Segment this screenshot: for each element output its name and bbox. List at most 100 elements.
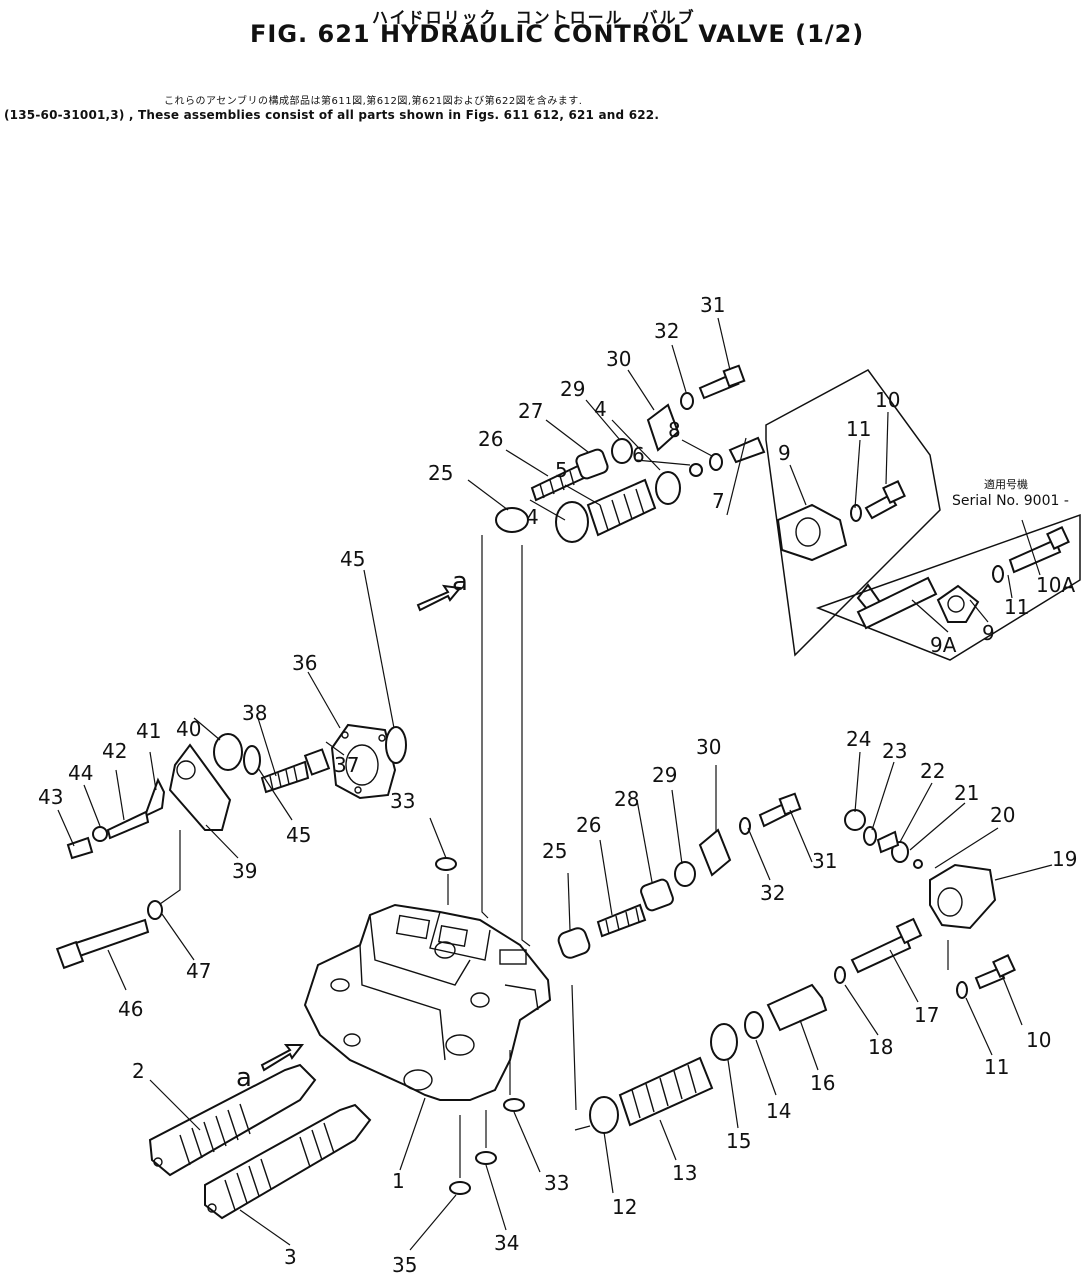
plate-30-top	[646, 403, 680, 452]
label-8: 8	[668, 418, 681, 442]
poppet-41	[143, 777, 166, 818]
seat-4-right	[655, 471, 681, 505]
label-10-lower: 10	[1026, 1028, 1051, 1052]
poppet-16	[766, 983, 828, 1032]
label-12: 12	[612, 1195, 637, 1219]
label-26-upper: 26	[478, 427, 503, 451]
label-24: 24	[846, 727, 871, 751]
label-10-upper: 10	[875, 388, 900, 412]
o-ring-29-top	[611, 438, 633, 464]
piston-25-top	[495, 507, 529, 533]
label-9A: 9A	[930, 633, 957, 657]
valve-body	[303, 903, 552, 1101]
sleeve-27	[575, 448, 609, 480]
label-31-upper: 31	[700, 293, 725, 317]
label-30-lower: 30	[696, 735, 721, 759]
label-32-lower: 32	[760, 881, 785, 905]
inset-frame-upper	[765, 369, 941, 657]
label-33-lower: 33	[544, 1171, 569, 1195]
label-40: 40	[176, 717, 201, 741]
washer-11-top	[850, 504, 862, 522]
o-ring-45-mid	[243, 745, 261, 775]
seat-37	[303, 748, 331, 776]
label-27: 27	[518, 399, 543, 423]
flow-arrow-lower	[260, 1044, 305, 1072]
label-45-upper: 45	[340, 547, 365, 571]
label-25-upper: 25	[428, 461, 453, 485]
inset-frame-lower	[815, 513, 1081, 661]
bolt-17	[850, 933, 912, 974]
sleeve-28	[640, 878, 674, 912]
o-ring-29-low	[674, 861, 696, 887]
label-37: 37	[334, 753, 359, 777]
label-23: 23	[882, 739, 907, 763]
label-4-right: 4	[594, 397, 607, 421]
label-1: 1	[392, 1169, 405, 1193]
washer-32-top	[680, 392, 694, 410]
label-35: 35	[392, 1253, 417, 1277]
label-11-lower: 11	[984, 1055, 1009, 1079]
flow-label-lower: a	[236, 1063, 252, 1093]
washer-11-inset	[992, 565, 1004, 583]
label-34: 34	[494, 1231, 519, 1255]
label-32-upper: 32	[654, 319, 679, 343]
label-33-upper: 33	[390, 789, 415, 813]
assembly-note-japanese: これらのアセンブリの構成部品は第611図,第612図,第621図および第622図…	[164, 96, 583, 107]
label-3: 3	[284, 1245, 297, 1269]
label-47: 47	[186, 959, 211, 983]
label-45-lower: 45	[286, 823, 311, 847]
washer-11-low	[956, 981, 968, 999]
label-2: 2	[132, 1059, 145, 1083]
part-labels: 1 2 3 4 4 5 6 7 8 9 9 9A 10 10 10A 11 11…	[38, 293, 1077, 1277]
spool-2	[148, 1063, 317, 1177]
spring-26-low	[596, 903, 647, 938]
serial-no: Serial No. 9001 -	[952, 493, 1069, 509]
label-18: 18	[868, 1035, 893, 1059]
label-16: 16	[810, 1071, 835, 1095]
plug-7	[728, 436, 766, 464]
o-ring-33-low	[503, 1098, 525, 1112]
label-29-lower: 29	[652, 763, 677, 787]
label-42: 42	[102, 739, 127, 763]
spring-38	[260, 760, 310, 794]
label-29-upper: 29	[560, 377, 585, 401]
label-20: 20	[990, 803, 1015, 827]
label-25-lower: 25	[542, 839, 567, 863]
o-ring-45-top	[385, 726, 407, 764]
title-japanese: ハイドロリック コントロール バルブ	[372, 8, 696, 27]
cap-43	[66, 836, 94, 860]
label-21: 21	[954, 781, 979, 805]
label-9-lower: 9	[982, 621, 995, 645]
ring-6	[689, 463, 703, 477]
bolt-10A	[1008, 538, 1062, 574]
seat-12	[589, 1096, 619, 1134]
label-19: 19	[1052, 847, 1077, 871]
o-ring-35	[449, 1181, 471, 1195]
flow-arrow-upper	[416, 584, 462, 612]
label-14: 14	[766, 1099, 791, 1123]
nut-24	[844, 809, 866, 831]
label-17: 17	[914, 1003, 939, 1027]
flange-9	[936, 584, 980, 623]
label-30-upper: 30	[606, 347, 631, 371]
label-11-upper: 11	[846, 417, 871, 441]
o-ring-34	[475, 1151, 497, 1165]
label-22: 22	[920, 759, 945, 783]
label-39: 39	[232, 859, 257, 883]
flange-36	[330, 723, 397, 800]
label-5: 5	[555, 458, 568, 482]
washer-47	[147, 900, 163, 920]
spring-5	[586, 478, 657, 537]
label-7: 7	[712, 489, 725, 513]
spool-3	[204, 1103, 372, 1220]
label-26-lower: 26	[576, 813, 601, 837]
label-9-upper: 9	[778, 441, 791, 465]
label-4-left: 4	[526, 505, 539, 529]
leader-lines	[57, 317, 1053, 1251]
label-31-lower: 31	[812, 849, 837, 873]
label-6: 6	[632, 443, 645, 467]
label-15: 15	[726, 1129, 751, 1153]
label-13: 13	[672, 1161, 697, 1185]
label-41: 41	[136, 719, 161, 743]
